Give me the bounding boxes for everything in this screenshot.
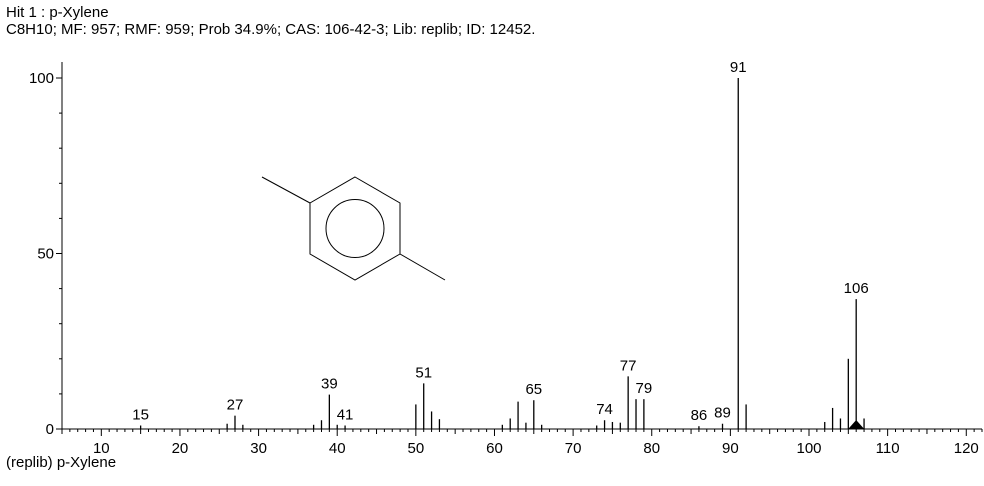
peak-label-15: 15 — [132, 406, 149, 423]
peak-label-27: 27 — [227, 397, 244, 414]
x-tick-label: 20 — [172, 440, 189, 457]
peak-label-106: 106 — [844, 280, 869, 297]
x-tick-label: 90 — [722, 440, 739, 457]
peak-label-51: 51 — [415, 364, 432, 381]
peak-label-65: 65 — [525, 381, 542, 398]
hit-title: Hit 1 : p-Xylene — [6, 4, 109, 21]
x-tick-label: 10 — [93, 440, 110, 457]
peak-labels: 15 27 39 41 51 65 74 77 79 86 89 91 106 — [132, 59, 868, 424]
peak-label-89: 89 — [714, 405, 731, 422]
aromatic-ring-circle — [325, 199, 385, 258]
x-tick-label: 70 — [565, 440, 582, 457]
x-tick-label: 40 — [329, 440, 346, 457]
x-tick-label: 30 — [250, 440, 267, 457]
peak-label-41: 41 — [337, 406, 354, 423]
p-xylene-structure-drawing — [261, 176, 446, 281]
x-tick-label: 50 — [408, 440, 425, 457]
methyl-bond-left — [261, 176, 311, 204]
x-tick-label: 110 — [876, 440, 900, 457]
compound-info-line: C8H10; MF: 957; RMF: 959; Prob 34.9%; CA… — [6, 21, 536, 38]
benzene-ring-hexagon — [309, 176, 401, 281]
y-tick-label: 50 — [37, 246, 54, 263]
peak-label-91: 91 — [730, 59, 747, 76]
axes: 10 20 30 40 50 60 70 80 90 100 110 120 0 50 100 — [29, 62, 983, 457]
x-tick-label: 120 — [954, 440, 979, 457]
x-tick-label: 80 — [643, 440, 660, 457]
x-tick-label: 100 — [796, 440, 821, 457]
y-tick-label: 0 — [46, 421, 54, 438]
spectrum-peaks — [139, 78, 865, 429]
peak-label-39: 39 — [321, 376, 338, 393]
y-tick-label: 100 — [29, 70, 54, 87]
peak-label-74: 74 — [596, 401, 613, 418]
x-tick-label: 60 — [486, 440, 503, 457]
library-footer-label: (replib) p-Xylene — [6, 454, 117, 471]
methyl-bond-right — [399, 253, 446, 281]
peak-label-79: 79 — [636, 380, 653, 397]
peak-label-77: 77 — [620, 357, 637, 374]
peak-label-86: 86 — [691, 407, 708, 424]
